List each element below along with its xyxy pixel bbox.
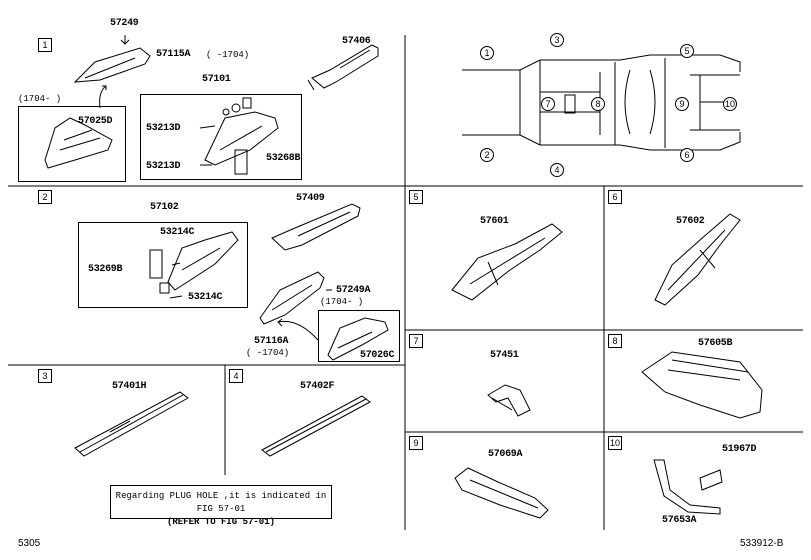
part-label-53214C-a[interactable]: 53214C: [160, 227, 195, 238]
section-number-3: 3: [38, 369, 52, 383]
plug-hole-note: Regarding PLUG HOLE ,it is indicated in …: [110, 485, 332, 527]
section-number-10: 10: [608, 436, 622, 450]
section-number-1: 1: [38, 38, 52, 52]
sketch-57406: [307, 44, 379, 91]
part-range-57026C: (1704- ): [320, 297, 364, 307]
arrow-57249: [120, 35, 130, 45]
overview-marker-6: 6: [680, 148, 694, 162]
overview-marker-10: 10: [723, 97, 737, 111]
footer-figure-code: 533912-B: [740, 538, 784, 549]
part-label-57601[interactable]: 57601: [480, 216, 509, 227]
part-label-57025D[interactable]: 57025D: [78, 116, 113, 127]
section-number-8: 8: [608, 334, 622, 348]
sketch-57653A: [653, 459, 723, 515]
sketch-57409: [271, 203, 361, 251]
section-number-6: 6: [608, 190, 622, 204]
section-number-2: 2: [38, 190, 52, 204]
sketch-57026C: [327, 317, 389, 361]
sketch-57601: [451, 223, 563, 301]
subframe-57026C: [318, 310, 400, 362]
subframe-57025D: [18, 106, 126, 182]
part-label-53214C-b[interactable]: 53214C: [188, 292, 223, 303]
part-label-57102[interactable]: 57102: [150, 202, 179, 213]
subframe-57102: [78, 222, 248, 308]
overview-marker-2: 2: [480, 148, 494, 162]
arrow-to-57115A: [99, 85, 107, 109]
section-number-9: 9: [409, 436, 423, 450]
overview-marker-8: 8: [591, 97, 605, 111]
sketch-57402F: [261, 395, 371, 457]
part-label-57406[interactable]: 57406: [342, 36, 371, 47]
plug-hole-note-line1: Regarding PLUG HOLE ,it is indicated in …: [115, 491, 327, 514]
subframe-57101: [140, 94, 302, 180]
overview-marker-1: 1: [480, 46, 494, 60]
part-range-57115A: ( -1704): [206, 50, 250, 60]
overview-marker-3: 3: [550, 33, 564, 47]
part-label-57451[interactable]: 57451: [490, 350, 519, 361]
overview-marker-9: 9: [675, 97, 689, 111]
sketch-57101: [199, 97, 279, 175]
part-label-53213D-a[interactable]: 53213D: [146, 123, 181, 134]
overview-marker-5: 5: [680, 44, 694, 58]
sketch-57451: [487, 384, 531, 417]
part-label-57249[interactable]: 57249: [110, 18, 139, 29]
sketch-57069A: [454, 467, 549, 519]
section-number-4: 4: [229, 369, 243, 383]
sketch-57401H: [74, 391, 189, 457]
part-label-57605B[interactable]: 57605B: [698, 338, 733, 349]
overview-marker-7: 7: [541, 97, 555, 111]
sketch-57115A: [73, 47, 151, 83]
part-label-53213D-b[interactable]: 53213D: [146, 161, 181, 172]
part-label-57069A[interactable]: 57069A: [488, 449, 523, 460]
arrow-to-57116A: [277, 318, 319, 341]
part-label-57249A[interactable]: 57249A: [336, 285, 371, 296]
sketch-57102: [149, 231, 239, 299]
part-label-57409[interactable]: 57409: [296, 193, 325, 204]
footer-page-code: 5305: [18, 538, 41, 549]
part-label-57602[interactable]: 57602: [676, 216, 705, 227]
part-label-53269B[interactable]: 53269B: [88, 264, 123, 275]
overview-marker-4: 4: [550, 163, 564, 177]
part-label-57115A[interactable]: 57115A: [156, 49, 191, 60]
part-label-57402F[interactable]: 57402F: [300, 381, 335, 392]
part-label-53268B[interactable]: 53268B: [266, 153, 301, 164]
part-range-57116A: ( -1704): [246, 348, 290, 358]
part-label-57401H[interactable]: 57401H: [112, 381, 147, 392]
section-number-7: 7: [409, 334, 423, 348]
part-label-57653A[interactable]: 57653A: [662, 515, 697, 526]
part-label-57026C[interactable]: 57026C: [360, 350, 395, 361]
sketch-57605B: [641, 351, 763, 419]
sketch-57116A: [259, 271, 325, 325]
section-number-5: 5: [409, 190, 423, 204]
part-label-57116A[interactable]: 57116A: [254, 336, 289, 347]
part-range-57025D: (1704- ): [18, 94, 62, 104]
sketch-57025D: [44, 117, 113, 169]
part-label-51967D[interactable]: 51967D: [722, 444, 757, 455]
part-label-57101[interactable]: 57101: [202, 74, 231, 85]
plug-hole-note-line2: (REFER TO FIG 57-01): [166, 517, 276, 527]
sketch-57602: [654, 213, 741, 306]
